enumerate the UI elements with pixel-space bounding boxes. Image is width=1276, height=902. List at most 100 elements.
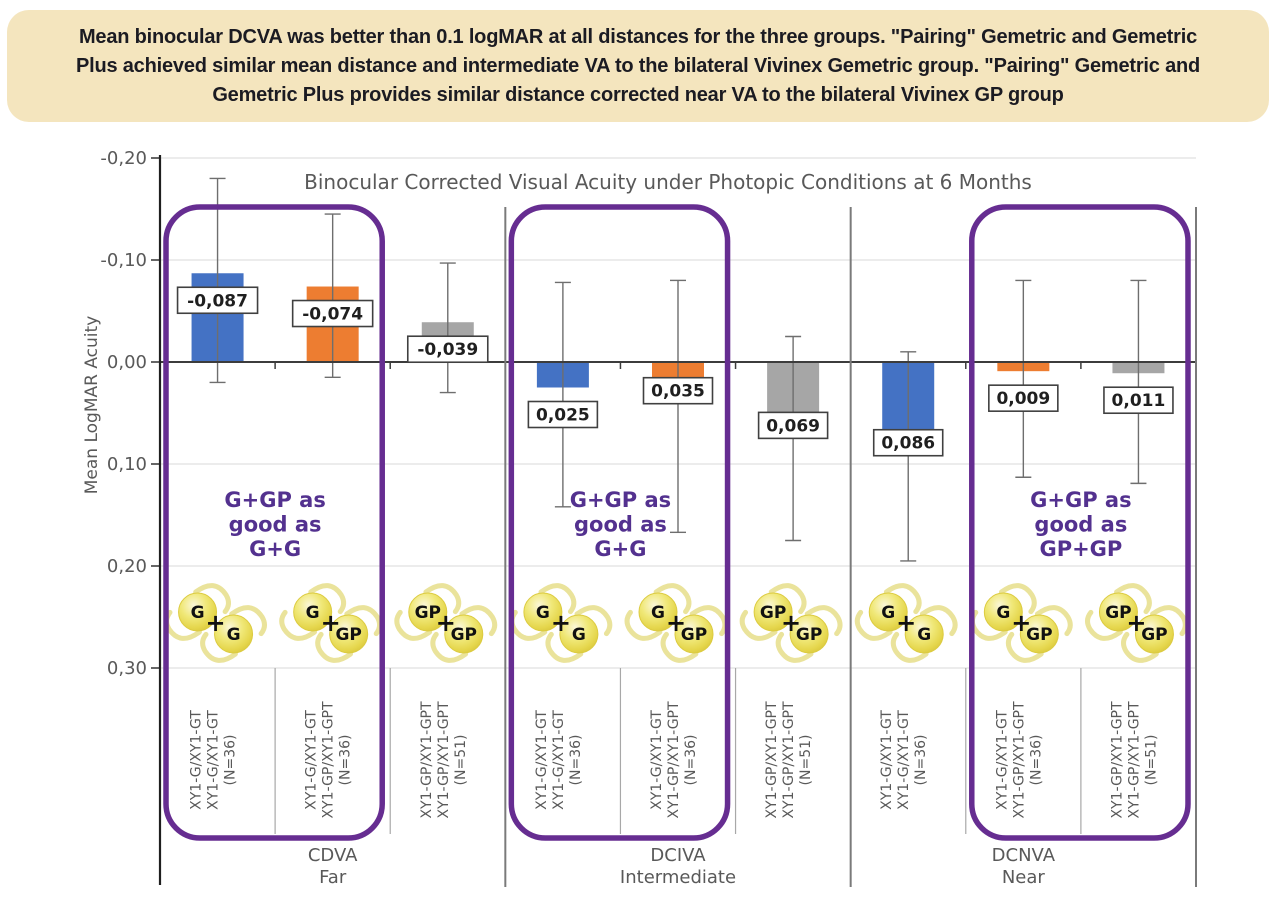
x-label-line: XY1-G/XY1-GT bbox=[879, 710, 895, 810]
banner-line-3: Gemetric Plus provides similar distance … bbox=[212, 83, 1064, 106]
x-label-line: XY1-GP/XY1-GPT bbox=[1011, 701, 1027, 819]
highlight-note: good as bbox=[229, 513, 322, 537]
lens-haptic bbox=[768, 583, 807, 615]
x-label-line: XY1-GP/XY1-GPT bbox=[1109, 701, 1125, 819]
highlight-note: G+G bbox=[594, 537, 646, 561]
lens-haptic bbox=[653, 583, 692, 615]
x-label-line: XY1-G/XY1-GT bbox=[551, 710, 567, 810]
value-label-box bbox=[406, 335, 489, 364]
lens-label: GP bbox=[1026, 625, 1052, 645]
y-tick-label: 0,00 bbox=[107, 352, 147, 373]
value-label-box bbox=[1103, 386, 1174, 415]
x-label-line: XY1-G/XY1-GT bbox=[994, 710, 1010, 810]
lens-haptic bbox=[423, 583, 462, 615]
x-label-line: XY1-G/XY1-GT bbox=[896, 710, 912, 810]
lens-haptic bbox=[1114, 583, 1152, 615]
group-distance: Intermediate bbox=[620, 867, 736, 888]
x-label-line: XY1-G/XY1-GT bbox=[304, 710, 320, 810]
lens-body bbox=[329, 614, 369, 654]
lens-haptic bbox=[200, 631, 238, 663]
lens-label: G bbox=[536, 603, 550, 623]
y-tick-label: 0,20 bbox=[107, 556, 147, 577]
plus-sign: + bbox=[551, 609, 571, 637]
lens-haptic bbox=[308, 583, 347, 615]
lens-haptic bbox=[919, 605, 958, 637]
lens-haptic bbox=[804, 605, 843, 637]
group-name: CDVA bbox=[308, 845, 358, 866]
lens-haptic bbox=[739, 609, 778, 641]
lens-body bbox=[444, 614, 484, 654]
lens-haptic bbox=[279, 609, 318, 641]
lens-haptic bbox=[193, 583, 231, 615]
group-distance: Far bbox=[319, 867, 347, 888]
lens-haptic bbox=[344, 605, 383, 637]
value-label: -0,087 bbox=[187, 291, 248, 311]
x-label-line: XY1-G/XY1-GT bbox=[189, 710, 205, 810]
lens-label: GP bbox=[335, 625, 361, 645]
value-label: 0,086 bbox=[881, 434, 935, 454]
lens-label: G bbox=[881, 603, 895, 623]
lens-haptic bbox=[998, 583, 1037, 615]
y-tick-label: -0,10 bbox=[100, 250, 147, 271]
lens-haptic bbox=[1121, 631, 1159, 663]
plus-sign: + bbox=[1126, 609, 1146, 637]
lens-haptic bbox=[545, 631, 584, 663]
value-label: 0,025 bbox=[536, 406, 590, 426]
x-label-line: (N=51) bbox=[453, 735, 469, 786]
lens-body bbox=[868, 592, 908, 632]
value-label: 0,011 bbox=[1112, 391, 1166, 411]
value-label-box bbox=[176, 286, 259, 315]
y-tick-label: 0,10 bbox=[107, 454, 147, 475]
banner-line-2: Plus achieved similar mean distance and … bbox=[75, 54, 1201, 77]
lens-haptic bbox=[1085, 609, 1123, 641]
lens-body bbox=[523, 592, 563, 632]
highlight-note: G+GP as bbox=[224, 488, 325, 512]
lens-label: G bbox=[572, 625, 586, 645]
x-label-line: (N=36) bbox=[338, 735, 354, 786]
value-label-box bbox=[291, 299, 374, 328]
lens-label: G bbox=[917, 625, 931, 645]
value-label-box bbox=[527, 400, 599, 429]
lens-haptic bbox=[538, 583, 577, 615]
x-label-line: XY1-GP/XY1-GPT bbox=[436, 701, 452, 819]
lens-body bbox=[789, 614, 829, 654]
x-label-line: XY1-G/XY1-GT bbox=[649, 710, 665, 810]
lens-body bbox=[408, 592, 448, 632]
lens-haptic bbox=[459, 605, 498, 637]
highlight-box bbox=[508, 204, 731, 841]
group-name: DCIVA bbox=[650, 845, 706, 866]
lens-label: GP bbox=[451, 625, 477, 645]
x-label-line: (N=51) bbox=[798, 735, 814, 786]
plus-sign: + bbox=[896, 609, 916, 637]
lens-body bbox=[904, 614, 944, 654]
y-tick-label: -0,20 bbox=[100, 148, 147, 169]
value-label-box bbox=[988, 384, 1059, 412]
highlight-note: good as bbox=[1034, 513, 1127, 537]
plus-sign: + bbox=[666, 609, 686, 637]
plus-sign: + bbox=[206, 609, 226, 637]
lens-haptic bbox=[1005, 631, 1044, 663]
group-name: DCNVA bbox=[992, 845, 1056, 866]
lens-haptic bbox=[624, 609, 663, 641]
lens-label: GP bbox=[1105, 603, 1131, 623]
lens-label: GP bbox=[760, 603, 786, 623]
x-label-line: XY1-GP/XY1-GPT bbox=[666, 701, 682, 819]
plus-sign: + bbox=[1011, 609, 1031, 637]
highlight-note: G+G bbox=[249, 537, 301, 561]
lens-body bbox=[1134, 614, 1174, 654]
x-label-line: (N=36) bbox=[913, 735, 929, 786]
group-distance: Near bbox=[1002, 867, 1046, 888]
value-label: 0,069 bbox=[766, 416, 820, 436]
value-label-box bbox=[872, 428, 944, 457]
lens-label: GP bbox=[681, 625, 707, 645]
x-label-line: XY1-GP/XY1-GPT bbox=[321, 701, 337, 819]
x-label-line: XY1-G/XY1-GT bbox=[206, 710, 222, 810]
highlight-box bbox=[163, 204, 385, 841]
lens-label: GP bbox=[796, 625, 822, 645]
plus-sign: + bbox=[436, 609, 456, 637]
value-label-box bbox=[757, 411, 829, 440]
highlight-note: G+GP as bbox=[1030, 488, 1131, 512]
lens-body bbox=[214, 614, 254, 654]
value-label: 0,009 bbox=[996, 389, 1050, 409]
